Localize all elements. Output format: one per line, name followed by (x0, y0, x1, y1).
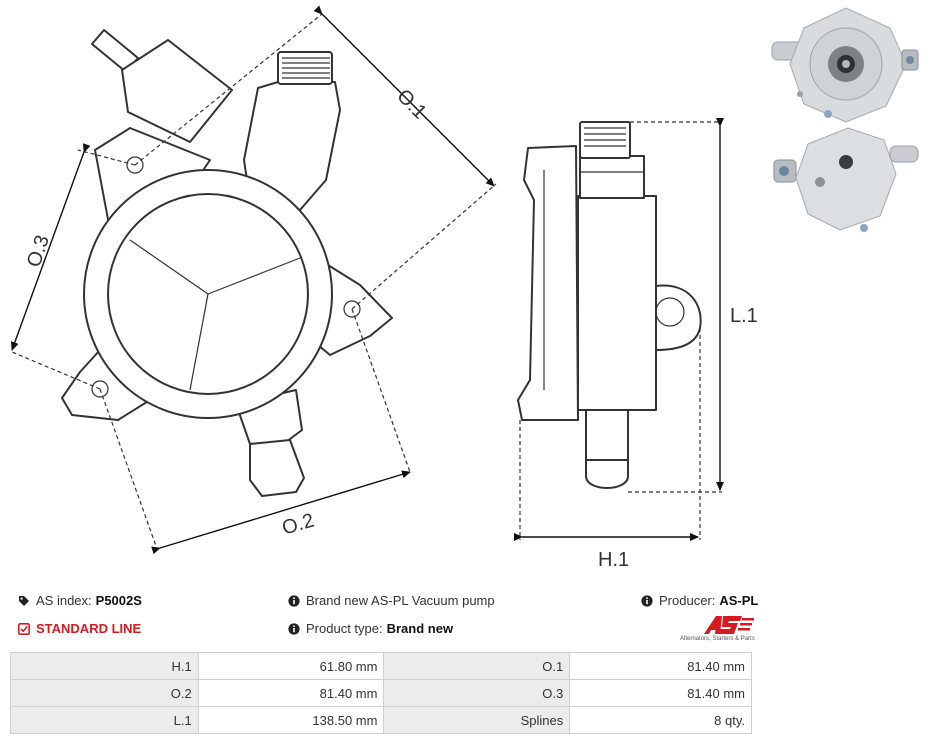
as-index-value: P5002S (95, 593, 142, 608)
spec-value: 8 qty. (569, 706, 752, 734)
checkbox-icon (18, 622, 30, 635)
table-row: O.2 81.40 mm O.3 81.40 mm (10, 679, 752, 707)
info-icon (641, 594, 653, 607)
spec-value: 81.40 mm (569, 652, 752, 680)
dim-label-h1: H.1 (598, 549, 629, 571)
specs-table: H.1 61.80 mm O.1 81.40 mm O.2 81.40 mm O… (10, 652, 752, 734)
side-view (517, 121, 702, 489)
info-icon (288, 594, 300, 607)
spec-key: O.1 (383, 652, 571, 680)
spec-key: H.1 (10, 652, 199, 680)
product-photo-bottom[interactable] (768, 124, 924, 236)
dim-label-l1: L.1 (730, 305, 758, 327)
dim-label-o3: O.3 (23, 232, 54, 269)
spec-value: 81.40 mm (569, 679, 752, 707)
standard-line-label: STANDARD LINE (36, 621, 142, 636)
dim-label-o2: O.2 (280, 509, 317, 539)
as-pl-logo: AS (704, 616, 754, 634)
product-type: Product type: Brand new (288, 621, 453, 636)
as-index-label: AS index: (36, 593, 92, 608)
tag-icon (19, 595, 29, 606)
table-row: H.1 61.80 mm O.1 81.40 mm (10, 652, 752, 680)
spec-value: 138.50 mm (197, 706, 385, 734)
product-type-label: Product type: (306, 621, 383, 636)
spec-value: 81.40 mm (197, 679, 385, 707)
producer-label: Producer: (659, 593, 716, 608)
product-type-value: Brand new (386, 621, 454, 636)
as-index: AS index: P5002S (18, 593, 142, 608)
spec-value: 61.80 mm (197, 652, 385, 680)
front-view (61, 29, 393, 497)
spec-key: Splines (383, 706, 571, 734)
producer-value: AS-PL (719, 593, 759, 608)
description-text: Brand new AS-PL Vacuum pump (306, 593, 495, 608)
description: Brand new AS-PL Vacuum pump (288, 593, 495, 608)
producer: Producer: AS-PL (641, 593, 758, 608)
spec-key: O.3 (383, 679, 571, 707)
standard-line-badge: STANDARD LINE (18, 621, 141, 636)
spec-key: O.2 (10, 679, 199, 707)
logo-tagline: Alternators, Starters & Parts (680, 636, 755, 642)
product-photo-top[interactable] (768, 6, 924, 126)
spec-key: L.1 (10, 706, 199, 734)
info-icon (288, 622, 300, 635)
technical-drawing: O.1 O.3 O.2 L.1 H.1 (10, 5, 758, 571)
table-row: L.1 138.50 mm Splines 8 qty. (10, 706, 752, 734)
